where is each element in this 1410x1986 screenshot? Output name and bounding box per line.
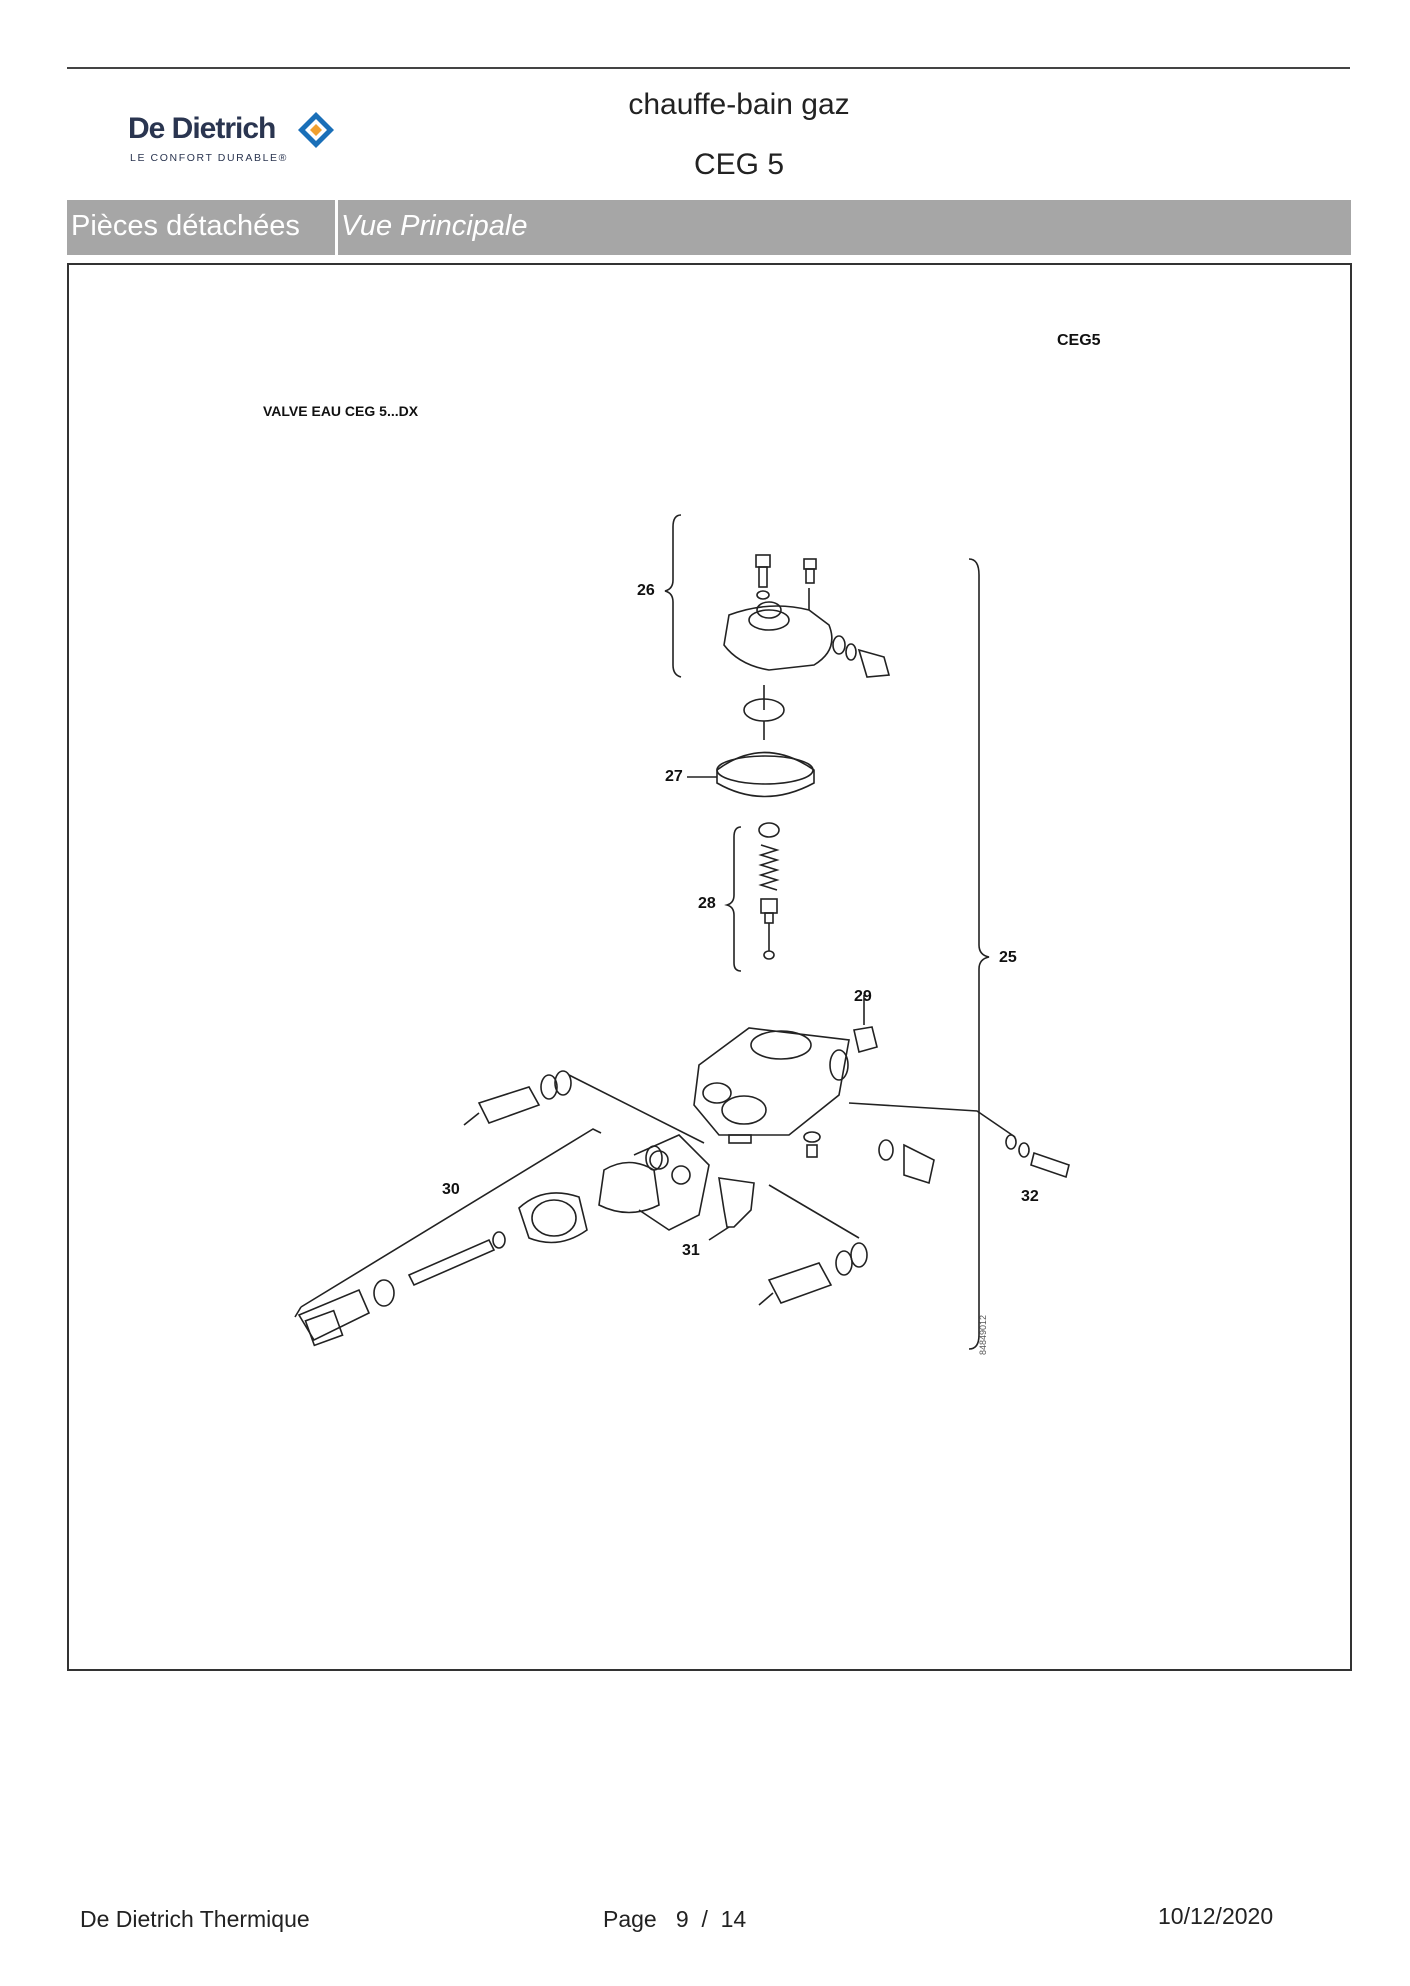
part-31-nipple: [718, 1177, 755, 1228]
valve-body: [693, 1027, 850, 1136]
header-rule: [67, 67, 1350, 69]
section-bar-label-cell: Pièces détachées: [67, 200, 338, 255]
diagram-ref-code: 84849012: [978, 1315, 988, 1355]
brace-26: [664, 514, 682, 678]
callout-28: 28: [698, 895, 716, 912]
exploded-view-diagram: CEG5 VALVE EAU CEG 5...DX 26 27 28 25 29…: [263, 332, 1101, 1355]
document-model: CEG 5: [693, 148, 785, 181]
diagram-title: VALVE EAU CEG 5...DX: [263, 403, 419, 419]
brand-name: De Dietrich: [128, 112, 276, 145]
footer-page-current: 9: [675, 1906, 689, 1932]
footer-date: 10/12/2020: [1158, 1903, 1274, 1929]
brace-25: [968, 558, 990, 1350]
footer-pagination: Page 9 / 14: [603, 1906, 746, 1933]
bracket-30: [294, 1128, 602, 1318]
callout-31: 31: [682, 1242, 700, 1259]
diagram-frame: CEG5 VALVE EAU CEG 5...DX 26 27 28 25 29…: [67, 263, 1352, 1671]
footer-page-separator: /: [701, 1906, 708, 1932]
footer-page-total: 14: [720, 1906, 747, 1932]
section-label: Pièces détachées: [71, 210, 300, 242]
callout-30: 30: [442, 1181, 460, 1198]
callout-32: 32: [1021, 1188, 1039, 1205]
brace-28: [724, 826, 742, 972]
section-bar: Pièces détachées Vue Principale: [67, 200, 1351, 255]
diamond-logo-icon: [298, 112, 334, 148]
callout-29: 29: [854, 988, 872, 1005]
callout-27: 27: [665, 768, 683, 785]
diagram-model-tag: CEG5: [1057, 332, 1101, 349]
document-title: chauffe-bain gaz: [628, 88, 850, 121]
footer-page-label: Page: [603, 1906, 657, 1932]
brand-logo: De Dietrich LE CONFORT DURABLE®: [128, 110, 368, 170]
section-view: Vue Principale: [341, 210, 528, 242]
callout-26: 26: [637, 582, 655, 599]
part-27-cover: [716, 751, 815, 798]
brand-tagline: LE CONFORT DURABLE®: [130, 152, 288, 164]
callout-25: 25: [999, 949, 1017, 966]
footer-company: De Dietrich Thermique: [80, 1906, 310, 1932]
part-29-cap: [853, 1026, 878, 1053]
